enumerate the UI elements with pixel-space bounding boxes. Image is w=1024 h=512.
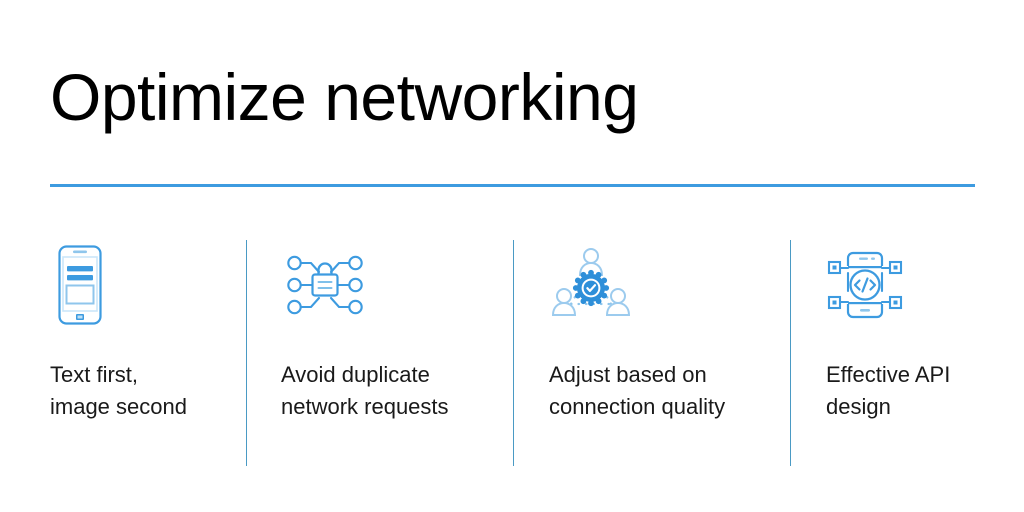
caption-line-2: connection quality bbox=[549, 394, 726, 419]
feature-caption-4: Effective API design bbox=[826, 359, 950, 423]
feature-columns: Text first, image second bbox=[0, 236, 1024, 468]
caption-line-1: Adjust based on bbox=[549, 362, 707, 387]
users-verified-badge-icon bbox=[551, 248, 631, 316]
feature-column-2: Avoid duplicate network requests bbox=[281, 236, 513, 468]
caption-line-1: Avoid duplicate bbox=[281, 362, 430, 387]
feature-column-4: Effective API design bbox=[826, 236, 1024, 468]
network-lock-icon bbox=[287, 255, 363, 315]
page-title: Optimize networking bbox=[50, 60, 639, 134]
caption-line-2: network requests bbox=[281, 394, 449, 419]
smartphone-code-api-icon bbox=[827, 251, 903, 319]
icon-container bbox=[281, 242, 369, 328]
caption-line-1: Text first, bbox=[50, 362, 139, 387]
smartphone-text-first-icon bbox=[58, 245, 102, 325]
feature-caption-1: Text first, image second bbox=[50, 359, 187, 423]
feature-column-1: Text first, image second bbox=[50, 236, 246, 468]
column-divider-1 bbox=[246, 240, 247, 466]
feature-column-3: Adjust based on connection quality bbox=[549, 236, 791, 468]
icon-container bbox=[50, 242, 110, 328]
icon-container bbox=[549, 242, 633, 328]
header-divider bbox=[50, 184, 975, 187]
feature-caption-3: Adjust based on connection quality bbox=[549, 359, 725, 423]
caption-line-1: Effective API bbox=[826, 362, 951, 387]
caption-line-2: image second bbox=[50, 394, 187, 419]
feature-caption-2: Avoid duplicate network requests bbox=[281, 359, 449, 423]
icon-container bbox=[826, 242, 904, 328]
caption-line-2: design bbox=[826, 394, 891, 419]
column-divider-3 bbox=[790, 240, 791, 466]
column-divider-2 bbox=[513, 240, 514, 466]
